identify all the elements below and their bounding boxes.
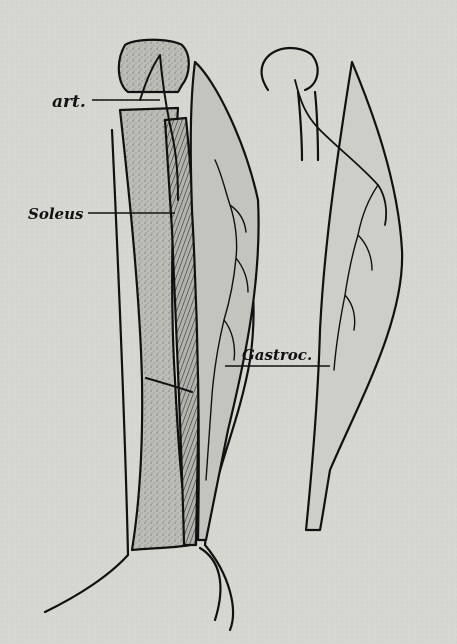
label-gastrocnemius: Gastroc.: [242, 346, 312, 364]
label-artery: art.: [52, 92, 86, 112]
label-soleus: Soleus: [28, 205, 84, 223]
